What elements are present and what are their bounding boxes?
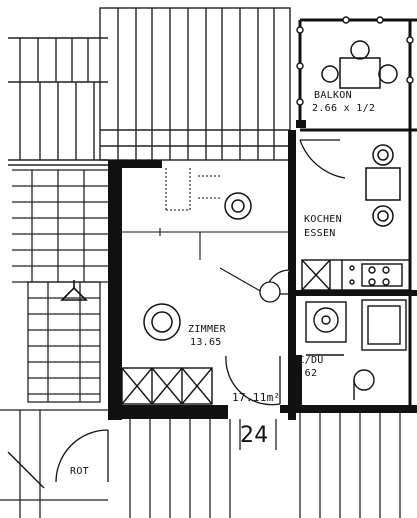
room-area-label: 13.65: [190, 337, 222, 348]
wc-area-label: 2.62: [292, 368, 318, 379]
entrance-door-swing: [225, 355, 281, 406]
left-terrace-hatching: [8, 37, 108, 166]
lamp-icon: [60, 280, 88, 301]
corridor-hatching: [0, 409, 401, 518]
left-stair-hatching: [12, 169, 108, 403]
balcony-label: BALKON: [314, 90, 352, 101]
kitchen-label: KOCHEN: [304, 214, 342, 225]
stair-trace: [165, 168, 220, 211]
unit-number-label: 24: [240, 423, 269, 448]
balcony-door-swing: [299, 139, 346, 179]
top-balcony-hatching: [99, 7, 291, 161]
dining-label: ESSEN: [304, 228, 336, 239]
balcony-size-label: 2.66 x 1/2: [312, 103, 376, 114]
dining-table-chairs: [365, 144, 401, 227]
balcony-railing: [296, 16, 414, 106]
interior-lines: [122, 228, 288, 293]
total-area-label: 17.11m²: [232, 391, 281, 404]
room-door-swing: [259, 269, 291, 303]
main-walls: [108, 120, 417, 420]
wc-label: WC/DU: [292, 355, 324, 366]
kitchen-counter: [301, 259, 411, 291]
rot-door-swing: [7, 429, 109, 489]
balcony-table-chairs: [321, 40, 398, 89]
wardrobe-cabinets: [121, 367, 213, 405]
room-label: ZIMMER: [188, 324, 226, 335]
ceiling-lamp-kitchen: [224, 192, 252, 220]
rot-label: ROT: [70, 466, 89, 477]
bathroom-fixtures: [305, 299, 407, 400]
ceiling-lamp-room: [143, 303, 181, 341]
